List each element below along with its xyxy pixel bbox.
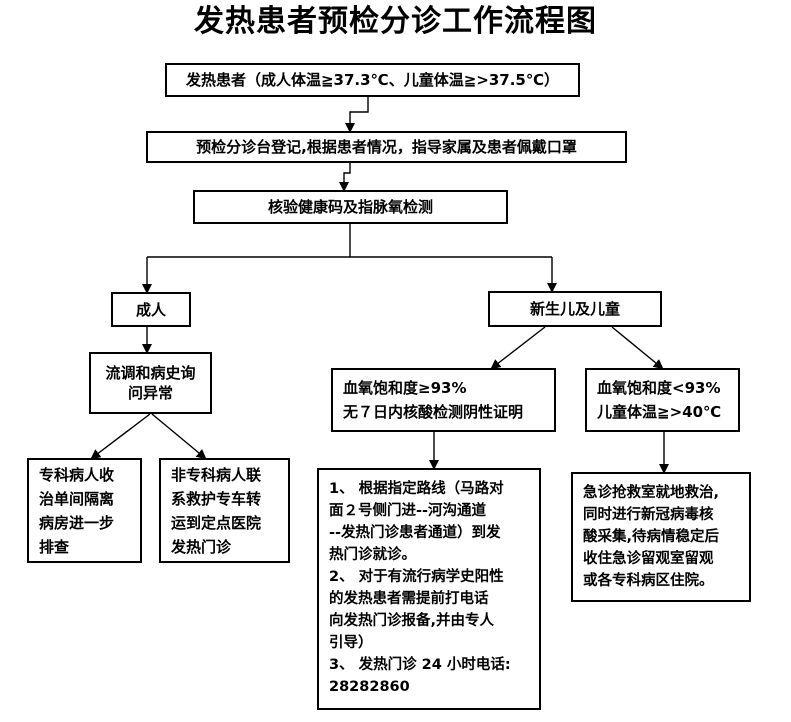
- emergency-rescue-box: 急诊抢救室就地救治, 同时进行新冠病毒核 酸采集,待病情稳定后 收住急诊留观室留…: [571, 472, 751, 602]
- non-specialty-transfer-box: 非专科病人联 系救护专车转 运到定点医院 发热门诊: [159, 458, 290, 563]
- health-code-check-box: 核验健康码及指脉氧检测: [193, 190, 508, 224]
- arrow-registration-to-check: [339, 163, 351, 192]
- arrow-child-to-spo2-low: [611, 326, 664, 370]
- diagram-title: 发热患者预检分诊工作流程图: [194, 4, 597, 39]
- fever-patient-box: 发热患者（成人体温≧37.3℃、儿童体温≧>37.5℃）: [165, 63, 580, 97]
- spo2-normal-box: 血氧饱和度≥93% 无７日内核酸检测阴性证明: [331, 368, 556, 432]
- specialty-isolation-box: 专科病人收 治单间隔离 病房进一步 排查: [27, 458, 142, 563]
- spo2-low-box: 血氧饱和度<93% 儿童体温≧>40℃: [585, 368, 740, 432]
- adult-box: 成人: [111, 292, 191, 327]
- arrow-inquiry-to-nonspecialty: [151, 413, 207, 460]
- arrow-child-to-spo2-normal: [490, 326, 546, 370]
- route-instructions-box: 1、 根据指定路线（马路对 面２号侧门进--河沟通道 --发热门诊患者通道）到发…: [317, 468, 541, 710]
- arrow-inquiry-to-specialty: [90, 413, 151, 460]
- arrow-fever-to-registration: [345, 97, 369, 133]
- triage-registration-box: 预检分诊台登记,根据患者情况，指导家属及患者佩戴口罩: [146, 131, 627, 163]
- epidemiology-inquiry-box: 流调和病史询 问异常: [89, 352, 212, 414]
- newborn-child-box: 新生儿及儿童: [488, 291, 662, 327]
